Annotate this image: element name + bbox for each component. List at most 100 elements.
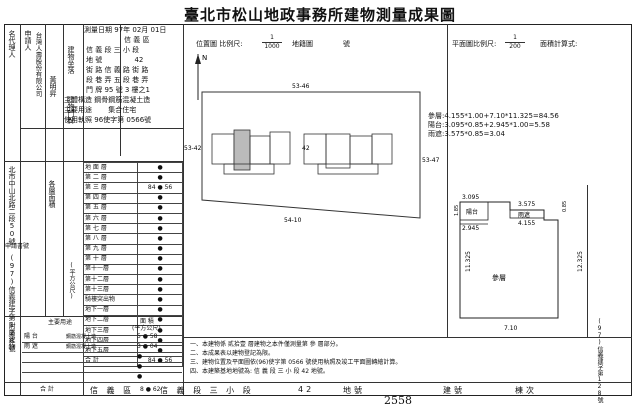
notes: 一、本建物係 貳拾壹 層建物之本件僅測量第 參 層部分。 二、本成果表以建物登記… — [190, 340, 401, 376]
date-value: 97年 02月 01日 — [114, 26, 167, 34]
annex-row: ● — [22, 373, 182, 383]
floor-row: 第 七 層● — [82, 223, 183, 235]
street-key: 街 路 — [86, 66, 103, 74]
calc-line: 參層:4.155*1.00+7.10*11.325=84.56 — [428, 112, 559, 120]
annex-row: ● — [22, 353, 182, 363]
floor-scale: 1 200 — [505, 34, 525, 51]
annex-value: ● — [137, 353, 143, 360]
divider — [20, 24, 21, 396]
divider — [20, 128, 183, 129]
site-dim-bottom: 54-10 — [284, 217, 302, 224]
applicant-name: 台灣人壽股份有限公司 — [34, 32, 42, 97]
floor-area: ● — [137, 274, 183, 286]
floor-total-label: 合 計 — [82, 355, 139, 367]
annex-value: 5 ● 58 — [137, 333, 158, 340]
annex-name: 陽 台 — [24, 333, 38, 340]
note-line: 四、本建築基地地號為: 信 義 段 三 小 段 42 地號。 — [190, 368, 329, 375]
footer-page-label: 棟次 — [515, 386, 537, 395]
annex-area-head: 面 積 — [140, 318, 154, 325]
floor-row: 第 六 層● — [82, 212, 183, 225]
floor-name: 騎樓突出物 — [82, 294, 139, 306]
building-right — [303, 133, 393, 175]
floor-area: ● — [137, 202, 183, 214]
door-value: 95 號 3 樓之1 — [104, 86, 150, 94]
site-dim-top: 53-46 — [292, 83, 310, 90]
floor-name: 第 七 層 — [82, 223, 139, 235]
app-no-label: 申請書號 — [5, 243, 30, 250]
floor-name: 地下一層 — [82, 304, 139, 316]
dim-g: 7.10 — [504, 325, 518, 332]
annex-value: 3 ● 04 — [137, 343, 158, 350]
page-title: 臺北市松山地政事務所建物測量成果圖 — [183, 6, 456, 24]
floor-row: 第 九 層● — [82, 243, 183, 255]
site-sheet: 地籍圖號 — [292, 40, 350, 48]
floor-row: 第 八 層● — [82, 233, 183, 245]
footer-district: 信 義 區 — [90, 386, 135, 395]
structure-value: 鋼骨鋼筋混凝土造 — [94, 96, 151, 104]
floor-area: ● — [137, 233, 183, 245]
floor-row: 地下一層● — [82, 304, 183, 316]
north-label: N — [202, 54, 207, 62]
divider — [587, 185, 588, 337]
annex-unit-head: (平方公尺) — [132, 325, 161, 332]
handwritten-number: 2558 — [384, 394, 412, 407]
awning-outline — [509, 209, 545, 219]
app-no: (97)信義建字第128號 — [8, 254, 16, 352]
footer-lot-label: 地號 — [343, 386, 365, 395]
door-label: 建物門牌 — [67, 96, 75, 124]
floor-row: 第十二層● — [82, 274, 183, 286]
floor-plan-drawing: 陽台 雨遮 參層 3.095 3.575 4.155 2.945 11.325 … — [454, 194, 584, 332]
section-value: 信 義 段 三 小 段 — [86, 46, 140, 54]
usage-value: 集合住宅 — [108, 106, 137, 114]
floor-name: 第 三 層 — [82, 182, 139, 194]
floor-area: ● — [137, 304, 183, 316]
floor-row: 第十三層● — [82, 284, 183, 296]
floor-name: 第 九 層 — [82, 243, 139, 255]
lot-value: 42 — [134, 56, 144, 64]
floor-area-label: 各層面積 — [48, 180, 56, 208]
annex-value: ● — [137, 373, 143, 380]
dim-a: 3.095 — [462, 194, 479, 201]
calc-line: 雨遮:3.575*0.85=3.04 — [428, 130, 505, 138]
awning-label: 雨遮 — [518, 211, 530, 219]
annex-value: ● — [137, 363, 143, 370]
floor-row: 第 十 層● — [82, 253, 183, 265]
dim-c: 4.155 — [518, 220, 535, 227]
footer-bno-label: 建號 — [443, 386, 465, 395]
floor-area: ● — [137, 172, 183, 184]
floor-area: ● — [137, 192, 183, 204]
door-key: 門 牌 — [86, 86, 103, 94]
floor-plan-label: 平面圖比例尺: — [452, 40, 497, 48]
divider — [4, 382, 632, 383]
floor-name: 第十一層 — [82, 263, 139, 276]
site-dim-right: 53-47 — [422, 157, 440, 164]
floor-name: 第 五 層 — [82, 202, 139, 214]
floor-row: 第 二 層● — [82, 172, 183, 184]
area-unit: (平方公尺) — [68, 262, 75, 300]
dim-b: 3.575 — [518, 201, 535, 208]
north-arrow: N — [195, 54, 207, 100]
site-dim-left: 53-42 — [184, 145, 202, 152]
annex-row: ● — [22, 363, 182, 373]
floor-name: 第 六 層 — [82, 212, 139, 225]
lane-key: 段 巷 弄 — [86, 76, 112, 84]
usage-key: 主要用途 — [64, 106, 92, 114]
site-dim-center: 42 — [302, 145, 310, 152]
divider — [447, 24, 448, 337]
main-room-label: 參層 — [492, 273, 506, 282]
floor-name: 第 八 層 — [82, 233, 139, 245]
site-scale: 1 1000 — [262, 34, 282, 51]
floor-total-value: 84 ● 56 — [137, 355, 183, 367]
divider — [183, 24, 184, 396]
unit-outline — [459, 201, 559, 319]
footer-section: 信 義 段 三 小 段 — [160, 386, 254, 395]
location-label: 建物坐落 — [67, 46, 75, 74]
floor-area: ● — [137, 284, 183, 296]
floor-name: 第十三層 — [82, 284, 139, 296]
floor-area: ● — [137, 243, 183, 255]
annex-total-value: 8 ● 62 — [140, 386, 161, 393]
